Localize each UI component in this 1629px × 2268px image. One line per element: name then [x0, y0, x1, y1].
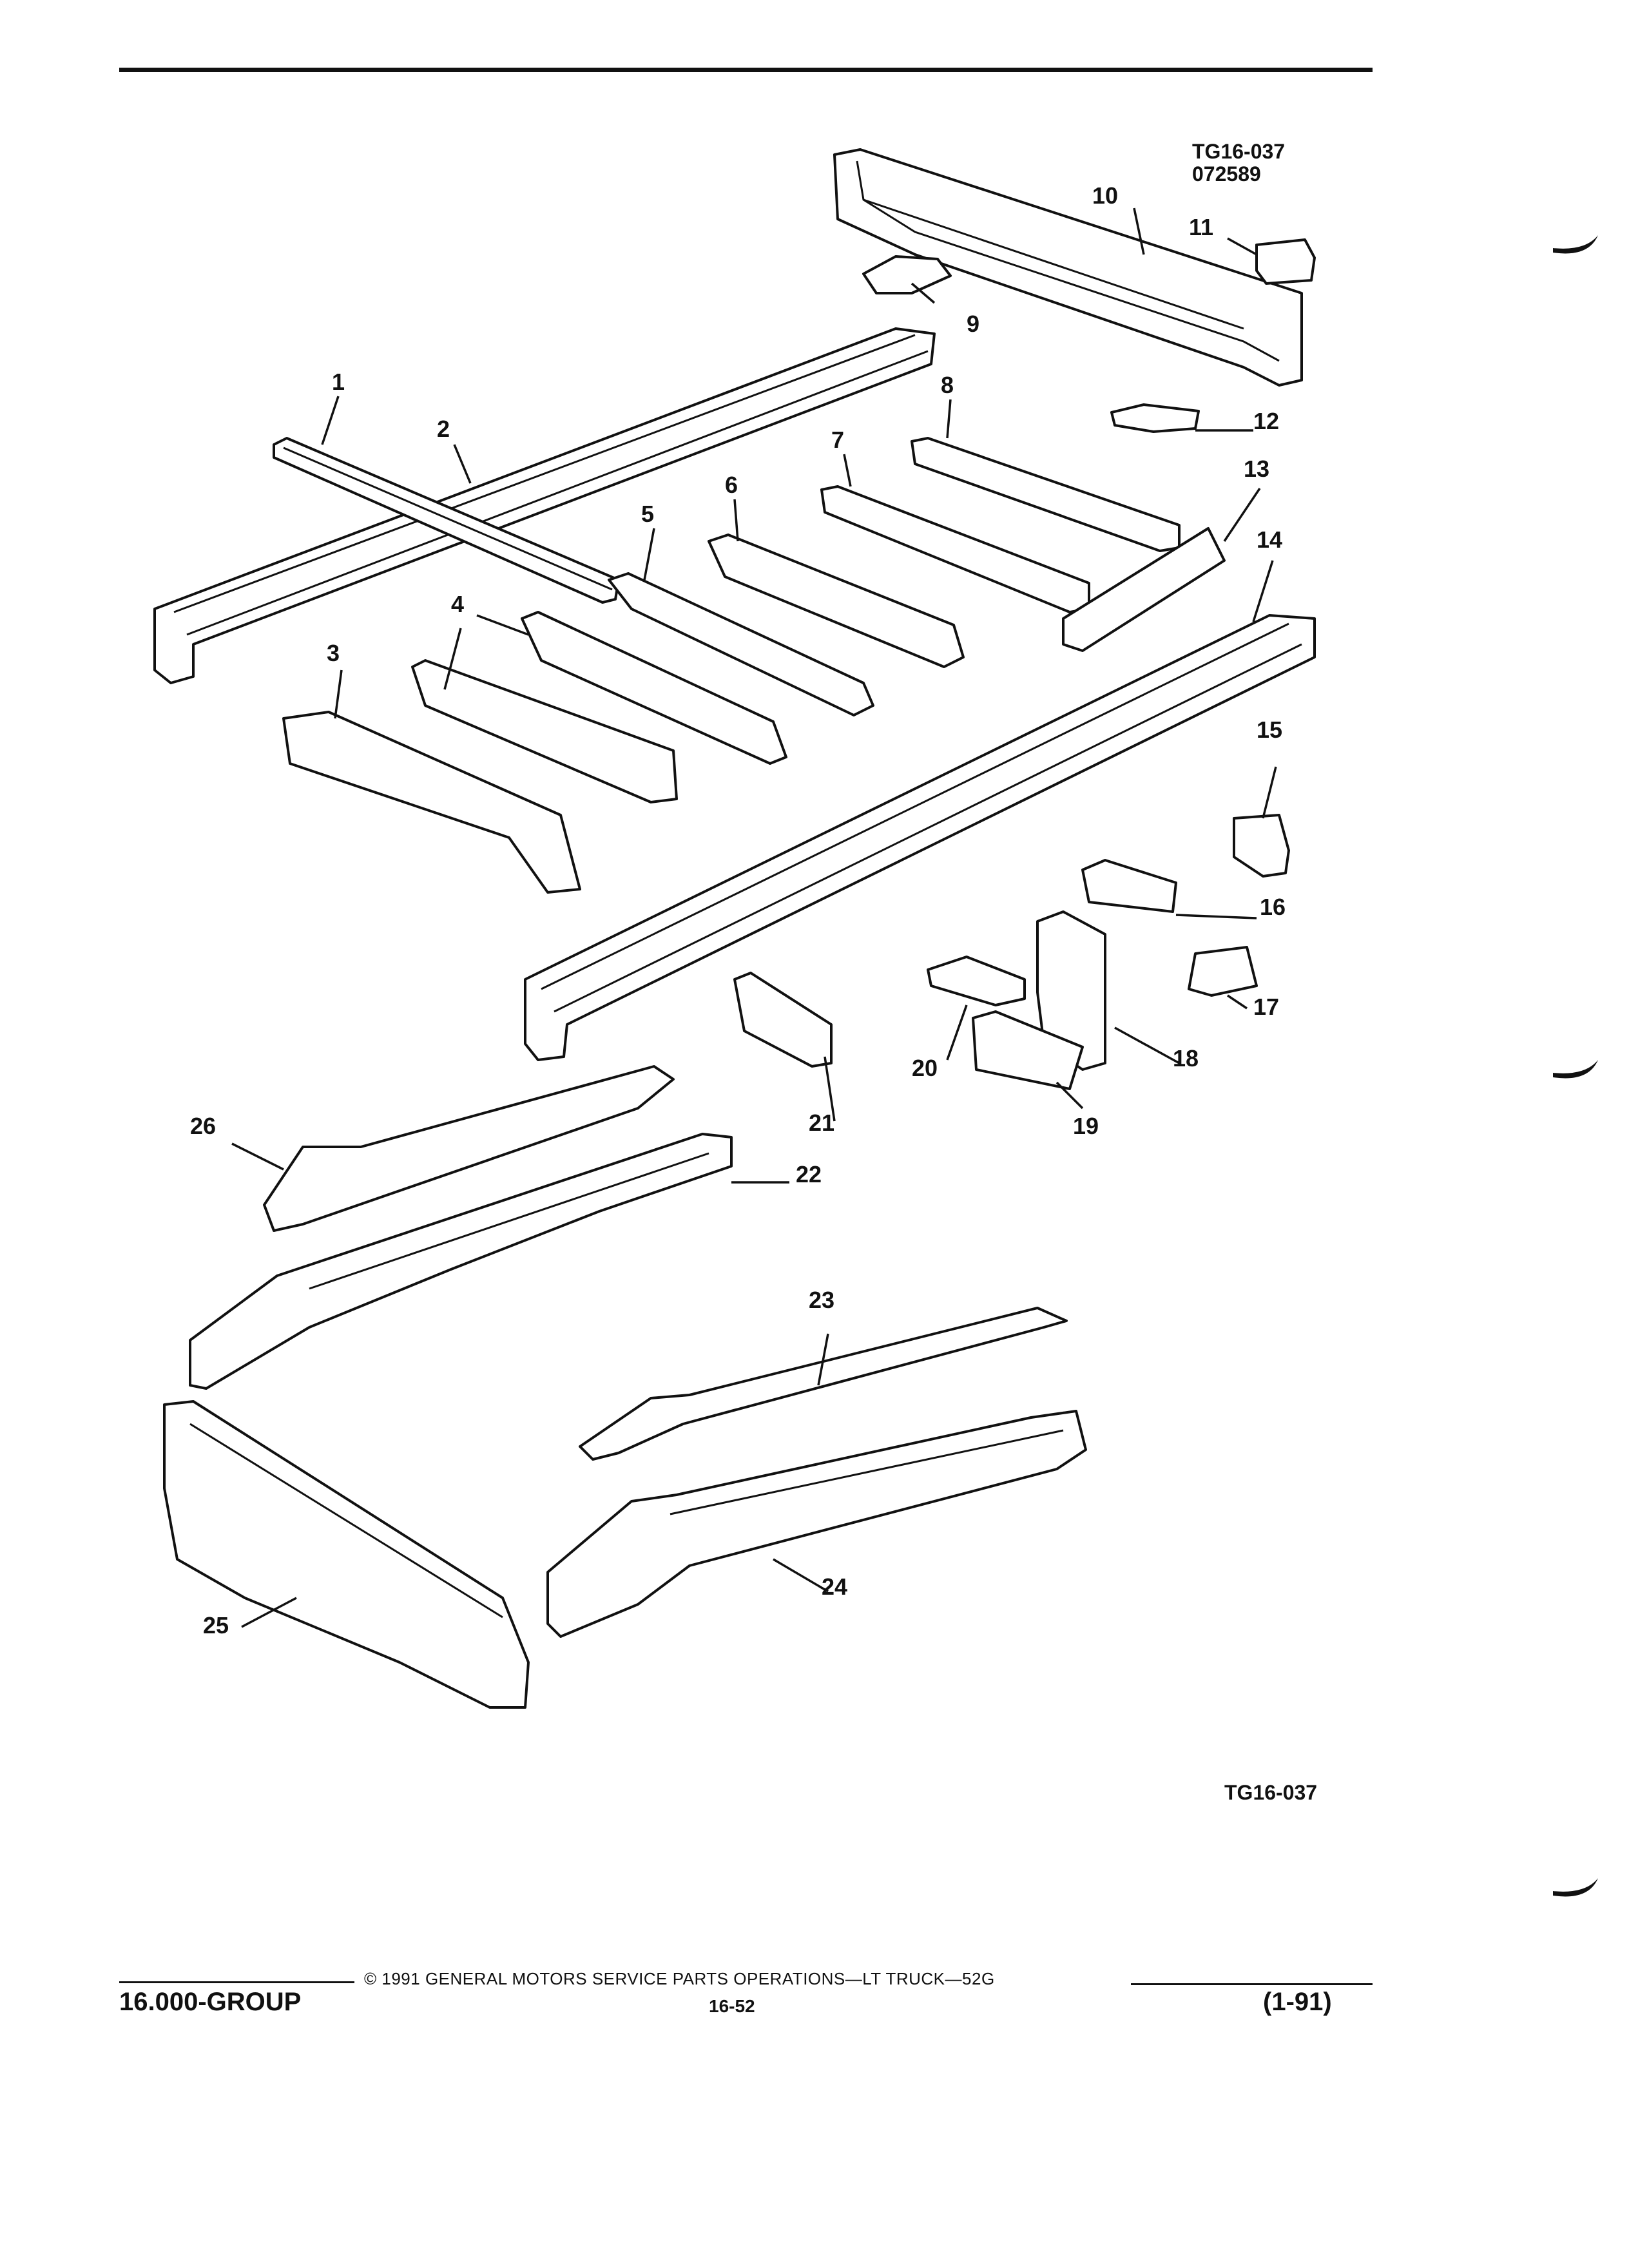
part-21-bracket: [733, 972, 833, 1068]
part-1-side-rail: [273, 437, 620, 604]
part-19-bracket: [972, 1010, 1084, 1090]
part-23-side-member: [579, 1307, 1068, 1461]
callout-17: 17: [1253, 994, 1280, 1020]
callout-23: 23: [809, 1287, 835, 1313]
part-3-crossmember: [411, 659, 678, 803]
part-4-crossmember: [521, 611, 787, 765]
callout-16: 16: [1260, 894, 1286, 920]
part-26-side-member: [263, 1065, 675, 1232]
footer-date: (1-91): [1263, 1988, 1332, 2016]
callout-6: 6: [725, 472, 738, 498]
footer-group: 16.000-GROUP: [119, 1988, 302, 2016]
part-10-rear-crossmember: [833, 148, 1303, 387]
edge-mark: [1553, 235, 1598, 254]
footer-rule-left: [119, 1981, 354, 1983]
part-3-end-bracket: [282, 711, 581, 894]
callout-18: 18: [1173, 1045, 1199, 1072]
part-18-bracket: [1036, 910, 1106, 1071]
footer-copyright: © 1991 GENERAL MOTORS SERVICE PARTS OPER…: [364, 1969, 995, 1988]
part-15-bracket: [1233, 814, 1290, 878]
callout-3: 3: [327, 640, 340, 666]
top-rule: [119, 68, 1373, 72]
callout-15: 15: [1257, 716, 1283, 743]
callout-9: 9: [967, 311, 980, 337]
callout-8: 8: [941, 372, 954, 398]
callout-2: 2: [437, 416, 450, 442]
callout-10: 10: [1092, 182, 1119, 209]
figure-code: TG16-037: [1192, 140, 1286, 163]
callout-5: 5: [641, 501, 655, 527]
callout-19: 19: [1073, 1113, 1099, 1139]
callout-26: 26: [190, 1113, 217, 1139]
figure-code-top: TG16-037 072589: [1192, 140, 1285, 186]
callout-7: 7: [831, 427, 845, 453]
part-2-frame-rail: [153, 327, 936, 684]
part-12-bracket: [1110, 403, 1200, 433]
callout-12: 12: [1253, 408, 1280, 434]
part-17-bracket: [1188, 946, 1258, 997]
part-24-side-member: [546, 1410, 1087, 1638]
footer-page-number: 16-52: [709, 1996, 755, 2016]
leader-lines: [231, 207, 1277, 1628]
part-13-bracket: [1062, 527, 1226, 652]
callout-4: 4: [451, 591, 465, 617]
callout-25: 25: [203, 1612, 229, 1639]
callout-22: 22: [796, 1161, 822, 1187]
callout-14: 14: [1257, 526, 1283, 553]
figure-code-bottom: TG16-037: [1224, 1781, 1318, 1804]
part-16-bracket: [1081, 859, 1177, 913]
callout-24: 24: [822, 1573, 848, 1600]
callout-13: 13: [1244, 456, 1270, 482]
callout-21: 21: [809, 1110, 835, 1136]
part-14-frame-rail: [524, 614, 1316, 1061]
figure-date: 072589: [1192, 162, 1261, 186]
part-25-crossmember: [163, 1400, 530, 1709]
edge-mark: [1553, 1878, 1598, 1897]
callout-1: 1: [332, 369, 345, 395]
footer-rule-right: [1131, 1983, 1373, 1985]
part-22-side-member: [189, 1133, 733, 1390]
callout-20: 20: [912, 1055, 938, 1081]
part-6-crossmember: [708, 533, 965, 668]
edge-mark: [1553, 1060, 1598, 1079]
part-9-bracket: [862, 255, 952, 294]
part-20-bracket: [927, 956, 1026, 1006]
callout-11: 11: [1189, 214, 1214, 240]
part-5-crossmember: [608, 572, 874, 716]
part-11-bracket: [1255, 238, 1316, 285]
